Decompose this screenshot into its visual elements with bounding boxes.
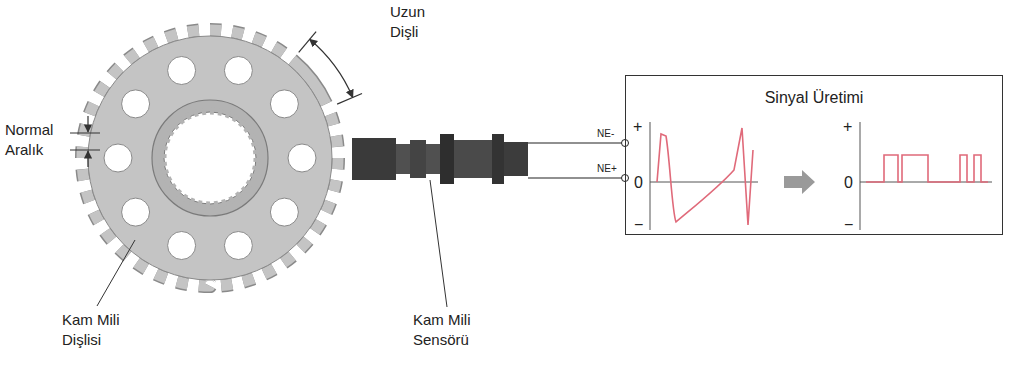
gear-bore bbox=[164, 112, 256, 204]
dimension-tick bbox=[337, 94, 362, 105]
wire bbox=[528, 177, 622, 178]
sensor-body bbox=[352, 134, 528, 184]
axis-label: − bbox=[844, 214, 853, 235]
axis-label: + bbox=[843, 116, 852, 137]
analog-waveform bbox=[657, 128, 753, 225]
digital-waveform bbox=[866, 155, 988, 182]
part-label: Uzun Dişli bbox=[390, 2, 442, 42]
part-label: Normal Aralık bbox=[5, 120, 67, 160]
part-label: Kam Mili Dişlisi bbox=[62, 310, 152, 350]
conversion-arrow bbox=[784, 170, 815, 194]
axis-label: 0 bbox=[844, 172, 853, 193]
gear-teeth bbox=[82, 30, 338, 286]
dimension-arrow bbox=[87, 151, 88, 167]
plot-axis bbox=[860, 122, 861, 230]
plot-axis bbox=[650, 122, 651, 230]
axis-label: + bbox=[633, 116, 642, 137]
leader-line bbox=[430, 180, 447, 307]
gear-holes bbox=[104, 57, 316, 260]
dimension-arrow bbox=[310, 39, 353, 97]
part-label: Kam Mili Sensörü bbox=[413, 310, 503, 350]
plot-axis bbox=[650, 182, 758, 183]
wire bbox=[528, 142, 622, 143]
dimension-tick bbox=[70, 133, 100, 134]
pin-name: NE- bbox=[597, 127, 614, 140]
pin-name: NE+ bbox=[597, 162, 617, 175]
dimension-arrow bbox=[87, 116, 88, 132]
gear-hub bbox=[152, 100, 268, 216]
axis-label: 0 bbox=[634, 172, 643, 193]
signal-box: Sinyal Üretimi bbox=[625, 75, 1003, 235]
hub-splines bbox=[163, 111, 257, 205]
dimension-tick bbox=[70, 150, 100, 151]
axis-label: − bbox=[634, 214, 643, 235]
leader-line bbox=[97, 240, 135, 306]
box-title: Sinyal Üretimi bbox=[626, 76, 1002, 108]
gear-teeth-fill bbox=[82, 30, 338, 286]
gear-body bbox=[88, 36, 332, 280]
